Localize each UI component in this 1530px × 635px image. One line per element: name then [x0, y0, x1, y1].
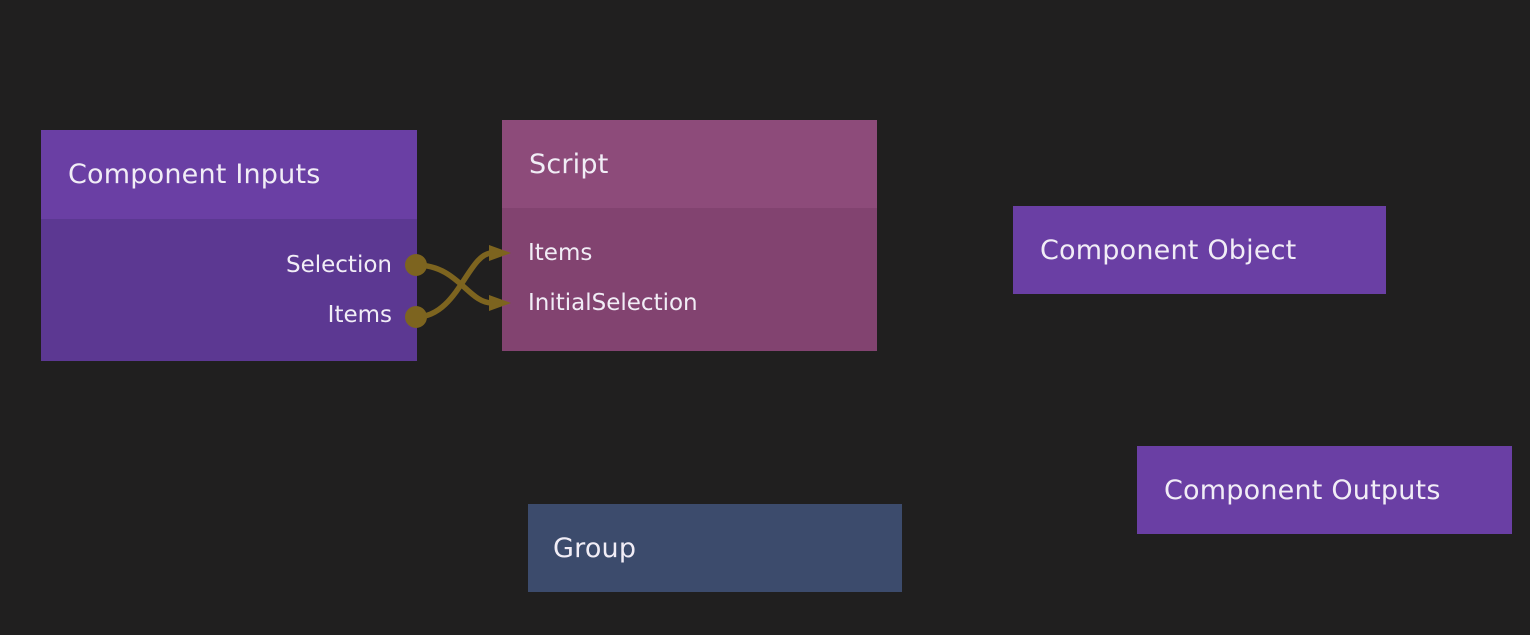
node-group[interactable]: Group — [528, 504, 902, 592]
input-port-initialselection[interactable]: InitialSelection — [502, 278, 877, 328]
wire-items-to-items[interactable] — [415, 250, 493, 320]
node-title: Component Object — [1040, 234, 1297, 266]
port-label: Selection — [286, 252, 392, 278]
node-header[interactable]: Script — [502, 120, 877, 208]
output-port-selection[interactable]: Selection — [41, 240, 417, 290]
node-header[interactable]: Component Object — [1013, 206, 1386, 294]
port-label: Items — [327, 302, 392, 328]
node-component-outputs[interactable]: Component Outputs — [1137, 446, 1512, 534]
output-port-dot[interactable] — [405, 306, 427, 328]
node-component-object[interactable]: Component Object — [1013, 206, 1386, 294]
node-body: Items InitialSelection — [502, 208, 877, 351]
node-component-inputs[interactable]: Component Inputs Selection Items — [41, 130, 417, 361]
node-title: Component Inputs — [68, 159, 321, 190]
node-title: Component Outputs — [1164, 474, 1441, 506]
node-header[interactable]: Group — [528, 504, 902, 592]
node-header[interactable]: Component Outputs — [1137, 446, 1512, 534]
node-body: Selection Items — [41, 219, 417, 361]
output-port-dot[interactable] — [405, 254, 427, 276]
port-label: Items — [528, 240, 593, 266]
input-port-arrow-icon[interactable] — [489, 245, 511, 261]
output-port-items[interactable]: Items — [41, 290, 417, 340]
port-label: InitialSelection — [528, 290, 698, 316]
node-script[interactable]: Script Items InitialSelection — [502, 120, 877, 351]
input-port-items[interactable]: Items — [502, 228, 877, 278]
node-title: Group — [553, 532, 637, 564]
node-title: Script — [529, 148, 609, 180]
node-header[interactable]: Component Inputs — [41, 130, 417, 219]
input-port-arrow-icon[interactable] — [489, 295, 511, 311]
